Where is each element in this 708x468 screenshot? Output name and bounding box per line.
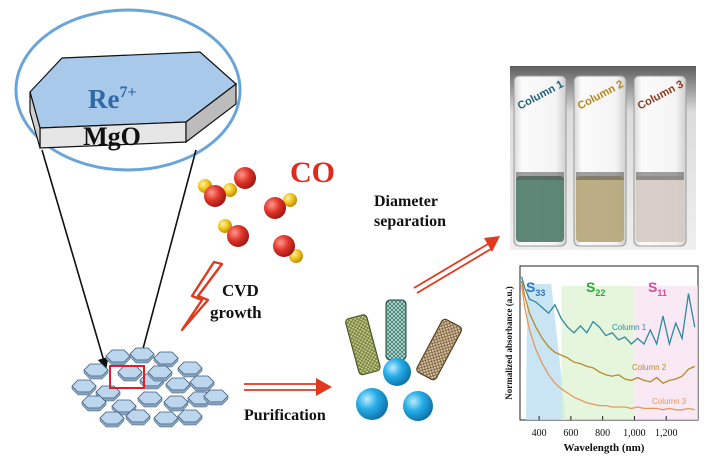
lightning-bolt-icon bbox=[180, 260, 224, 332]
oxygen-atom bbox=[273, 235, 295, 257]
band-s33 bbox=[526, 284, 567, 420]
growth-label-line2: growth bbox=[210, 303, 262, 322]
band-label-s11: S11 bbox=[648, 279, 667, 298]
x-tick-label: 1,000 bbox=[623, 428, 646, 439]
catalyst-ball-1 bbox=[356, 388, 388, 420]
catalyst-particle-edge bbox=[81, 401, 107, 412]
selected-particle-box bbox=[109, 365, 145, 389]
catalyst-particle-edge bbox=[105, 355, 131, 366]
nanotube-3 bbox=[416, 318, 463, 381]
separation-arrow bbox=[413, 236, 500, 294]
catalyst-ion: Re7+ bbox=[88, 84, 137, 114]
carbon-atom bbox=[283, 193, 297, 207]
series-label-2: Column 2 bbox=[632, 363, 667, 372]
catalyst-particle-edge bbox=[177, 415, 203, 426]
purification-label: Purification bbox=[244, 407, 326, 424]
vial-liquid-1 bbox=[516, 176, 564, 242]
catalyst-ball-3 bbox=[403, 391, 433, 421]
catalyst-particle-edge bbox=[165, 383, 191, 394]
oxygen-atom bbox=[227, 225, 249, 247]
growth-label-line1: CVD bbox=[222, 281, 259, 300]
zoom-line-left bbox=[41, 149, 109, 370]
carbon-atom bbox=[218, 219, 232, 233]
mgo-plate-side-right bbox=[185, 82, 237, 144]
separation-label-line1: Diameter bbox=[374, 193, 438, 210]
oxygen-atom bbox=[264, 197, 286, 219]
nanotubes bbox=[345, 299, 463, 421]
mgo-plate-side-left bbox=[29, 91, 41, 149]
band-label-s22: S22 bbox=[586, 279, 605, 298]
vial-meniscus-2 bbox=[576, 172, 624, 180]
catalyst-zoom: Re7+ MgO bbox=[14, 8, 242, 172]
vial-meniscus-3 bbox=[636, 172, 684, 180]
catalyst-particle-edge bbox=[139, 379, 165, 390]
catalyst-ball-2 bbox=[383, 358, 411, 386]
catalyst-particle-edge bbox=[189, 381, 215, 392]
x-tick-label: 600 bbox=[563, 428, 578, 439]
nanotube-1 bbox=[345, 314, 381, 376]
catalyst-particle-cluster bbox=[71, 347, 229, 428]
vial-liquid-3 bbox=[636, 176, 684, 242]
series-line-3 bbox=[520, 285, 695, 411]
separation-label-line2: separation bbox=[374, 213, 446, 230]
catalyst-particle-edge bbox=[117, 371, 143, 382]
catalyst-particle-edge bbox=[203, 395, 229, 406]
purification-arrow bbox=[244, 378, 332, 396]
oxygen-atom bbox=[204, 185, 226, 207]
band-s22 bbox=[561, 286, 635, 420]
oxygen-atom bbox=[234, 167, 256, 189]
catalyst-particle-edge bbox=[129, 353, 155, 364]
zoom-line-right bbox=[137, 149, 197, 362]
catalyst-particle-edge bbox=[99, 417, 125, 428]
catalyst-particle-edge bbox=[153, 417, 179, 428]
vial-meniscus-1 bbox=[516, 172, 564, 180]
nanotube-2 bbox=[385, 299, 407, 361]
band-label-s33: S33 bbox=[526, 279, 545, 298]
y-axis-label: Normalized absorbance (a.u.) bbox=[504, 286, 514, 400]
series-label-1: Column 1 bbox=[612, 323, 647, 332]
catalyst-particle-edge bbox=[71, 385, 97, 396]
catalyst-particle-edge bbox=[177, 367, 203, 378]
catalyst-particle-edge bbox=[137, 397, 163, 408]
carbon-atom bbox=[223, 183, 237, 197]
series-line-2 bbox=[520, 280, 696, 384]
series-line-1 bbox=[520, 276, 696, 347]
x-tick-label: 400 bbox=[532, 428, 547, 439]
absorbance-chart: Column 1 Column 2 Column 3 S33 S22 S11 400 60… bbox=[504, 265, 699, 454]
x-axis-label: Wavelength (nm) bbox=[564, 442, 645, 454]
series-label-3: Column 3 bbox=[652, 397, 687, 406]
x-tick-label: 1,200 bbox=[655, 428, 678, 439]
catalyst-particle-edge bbox=[83, 369, 109, 380]
catalyst-particle-edge bbox=[163, 401, 189, 412]
vial-liquid-2 bbox=[576, 176, 624, 242]
catalyst-particle-edge bbox=[125, 415, 151, 426]
band-s11 bbox=[634, 286, 698, 420]
co-molecules bbox=[198, 167, 303, 263]
catalyst-particle-edge bbox=[147, 371, 173, 382]
catalyst-particle-edge bbox=[153, 357, 179, 368]
x-tick-label: 800 bbox=[595, 428, 610, 439]
support-label: MgO bbox=[83, 122, 141, 151]
co-label: CO bbox=[290, 156, 335, 189]
